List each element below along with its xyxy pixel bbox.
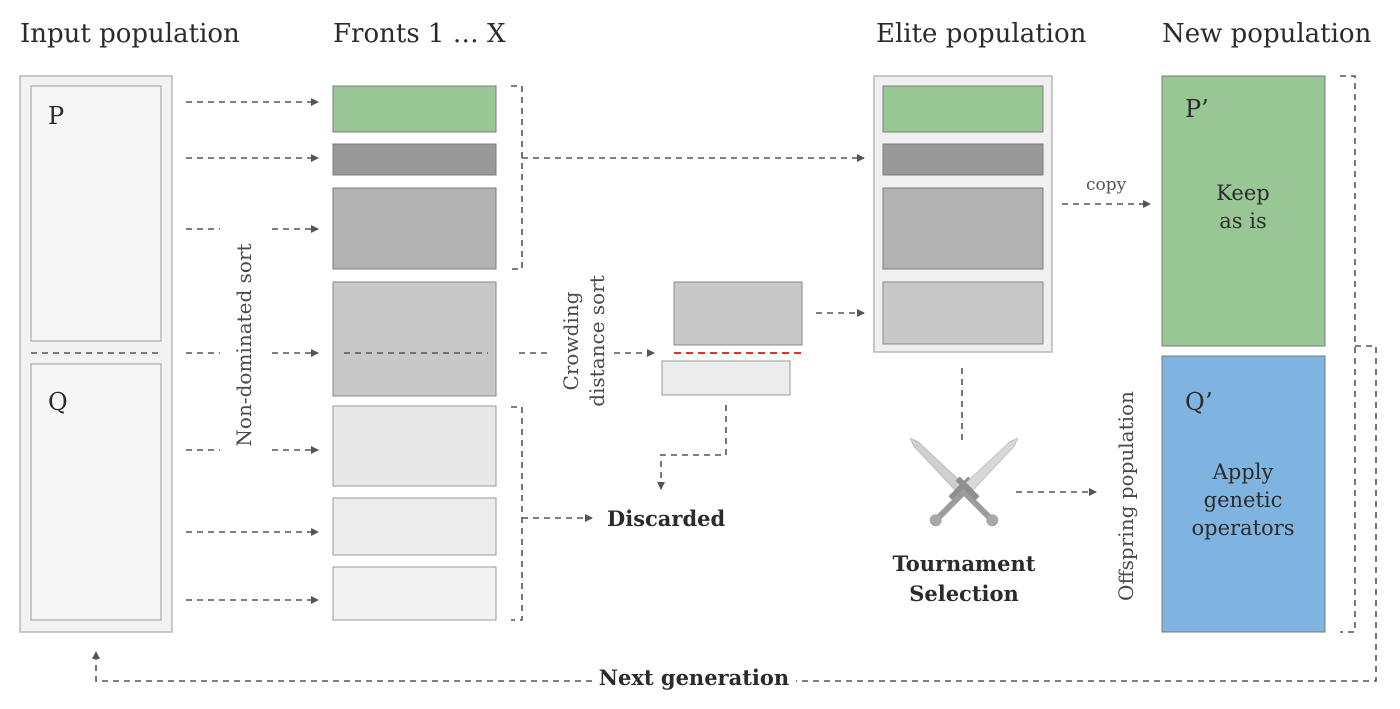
crowding-label-line2: distance sort <box>585 275 609 407</box>
input-q-label: Q <box>48 388 68 416</box>
elite-front-4 <box>882 281 1044 345</box>
bracket-accepted-fronts <box>511 85 523 270</box>
new-q-box <box>1161 355 1326 633</box>
crowding-selected-part <box>673 281 803 346</box>
header-elite-population: Elite population <box>876 19 1087 49</box>
next-generation-line-left <box>92 651 592 682</box>
front-2 <box>332 143 497 176</box>
crossed-swords-icon <box>909 437 1019 527</box>
header-fronts: Fronts 1 … X <box>333 19 506 49</box>
offspring-label: Offspring population <box>1114 391 1138 601</box>
input-q-box <box>30 363 162 621</box>
bracket-new-population <box>1340 75 1356 633</box>
new-q-text-line1: Apply <box>1212 460 1274 484</box>
discarded-label: Discarded <box>607 506 726 531</box>
bracket-discarded-fronts <box>511 406 523 621</box>
header-input-population: Input population <box>20 19 240 49</box>
front-5 <box>332 405 497 487</box>
header-new-population: New population <box>1162 19 1372 49</box>
crowding-rejected-part <box>661 360 791 396</box>
non-dominated-sort-label: Non-dominated sort <box>232 243 256 446</box>
input-p-box <box>30 85 162 342</box>
new-p-label: P’ <box>1185 95 1209 123</box>
front-3 <box>332 187 497 270</box>
next-generation-line-right <box>796 345 1377 682</box>
new-p-text-line1: Keep <box>1216 181 1269 205</box>
tournament-label-line2: Selection <box>909 581 1019 606</box>
new-p-box <box>1161 75 1326 347</box>
elite-front-1 <box>882 85 1044 133</box>
arrow-rejected-to-discarded <box>657 405 727 490</box>
elite-front-3 <box>882 187 1044 270</box>
new-q-label: Q’ <box>1185 388 1213 416</box>
crowding-label-line1: Crowding <box>559 291 583 390</box>
front-4-split <box>332 281 497 397</box>
new-p-text-line2: as is <box>1219 209 1266 233</box>
elite-front-2 <box>882 143 1044 176</box>
copy-label: copy <box>1086 175 1127 195</box>
next-generation-label: Next generation <box>599 665 789 690</box>
input-p-label: P <box>48 102 64 130</box>
new-q-text-line3: operators <box>1192 516 1295 540</box>
front-1 <box>332 85 497 133</box>
front-7 <box>332 566 497 621</box>
tournament-label-line1: Tournament <box>893 551 1036 576</box>
front-6 <box>332 497 497 556</box>
new-q-text-line2: genetic <box>1204 488 1283 512</box>
